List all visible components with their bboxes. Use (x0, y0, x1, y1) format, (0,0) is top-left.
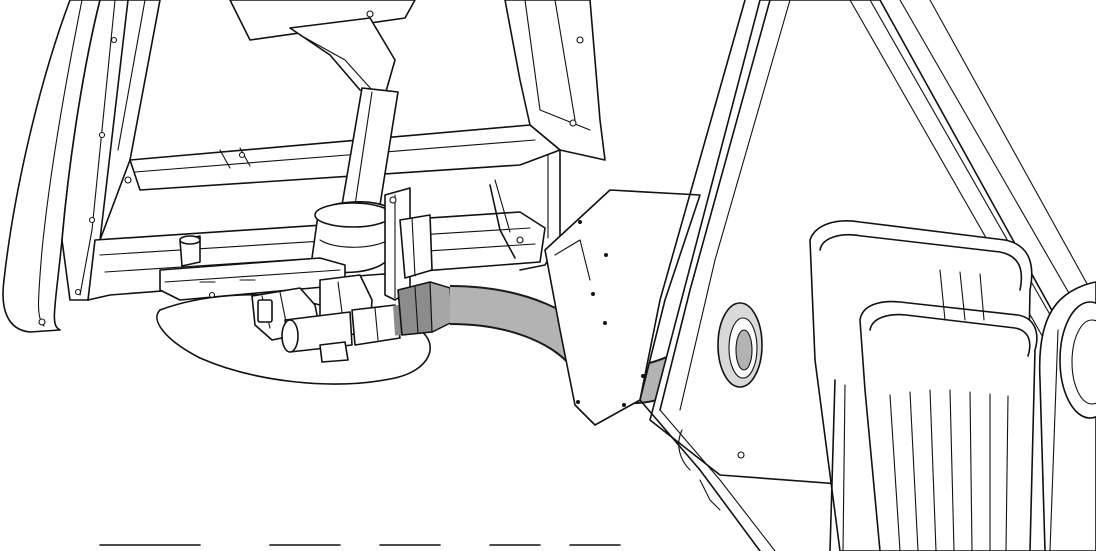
solenoid-valve (251, 274, 401, 363)
vertical-shaft (311, 87, 399, 274)
grommet (717, 302, 763, 388)
rectangular-duct (809, 220, 1038, 551)
valve-bracket (384, 187, 433, 301)
top-housing-block (229, 0, 416, 96)
hex-fitting (393, 281, 453, 336)
round-component (1038, 281, 1096, 551)
mounting-rail (159, 235, 346, 301)
